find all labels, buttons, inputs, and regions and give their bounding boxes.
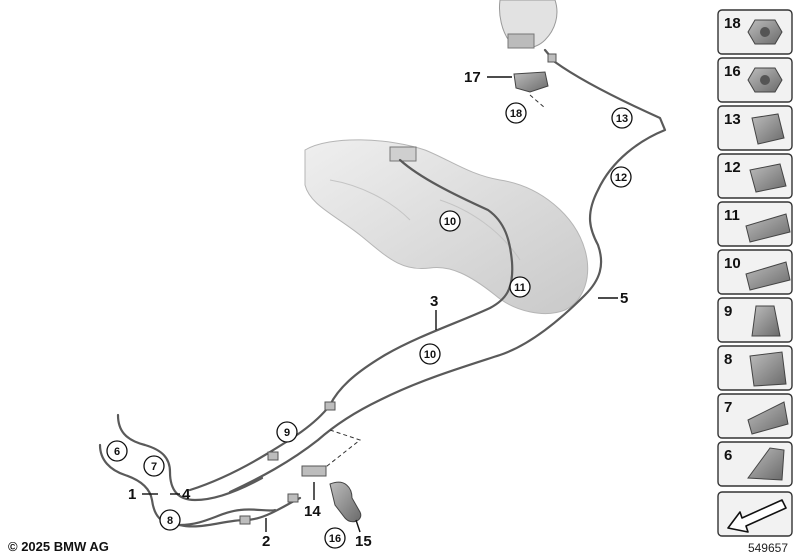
clip-icon	[745, 261, 791, 291]
clip-icon	[749, 351, 787, 387]
part-tile-6[interactable]: 6	[717, 441, 793, 487]
svg-text:13: 13	[616, 113, 628, 125]
clip-icon	[749, 163, 787, 193]
svg-text:16: 16	[724, 63, 741, 80]
clip-icon	[747, 401, 789, 435]
circled-callouts: 6 7 8 9 10 10 11 12	[106, 102, 633, 549]
svg-text:12: 12	[724, 159, 741, 176]
circled-13: 13	[611, 107, 633, 129]
callout-4: 4	[182, 486, 191, 503]
callout-1: 1	[128, 486, 136, 503]
part-tile-8[interactable]: 8	[717, 345, 793, 391]
line-5	[228, 48, 667, 494]
circled-16: 16	[324, 527, 346, 549]
navigation-arrow-tile[interactable]	[717, 491, 793, 537]
svg-text:10: 10	[444, 216, 456, 228]
part-tile-9[interactable]: 9	[717, 297, 793, 343]
circled-6: 6	[106, 440, 128, 462]
svg-text:9: 9	[724, 303, 732, 320]
svg-text:18: 18	[724, 15, 741, 32]
svg-text:13: 13	[724, 111, 741, 128]
circled-7: 7	[143, 455, 165, 477]
svg-text:11: 11	[514, 282, 526, 294]
part-tile-16[interactable]: 16	[717, 57, 793, 103]
svg-text:9: 9	[284, 427, 290, 439]
part-tile-18[interactable]: 18	[717, 9, 793, 55]
clip-icon	[751, 113, 785, 145]
leader-lines	[321, 94, 546, 471]
part-tile-12[interactable]: 12	[717, 153, 793, 199]
callout-3: 3	[430, 293, 438, 310]
parts-panel: 18 16 13 12 11	[717, 9, 793, 537]
copyright-text: © 2025 BMW AG	[8, 539, 109, 554]
clip-icon	[745, 213, 791, 243]
callout-leaders	[142, 76, 618, 533]
circled-18: 18	[505, 102, 527, 124]
part-tile-10[interactable]: 10	[717, 249, 793, 295]
filler-neck	[499, 0, 558, 49]
callout-2: 2	[262, 533, 270, 550]
clip-icon	[751, 305, 781, 337]
connectors	[239, 53, 557, 525]
svg-text:6: 6	[724, 447, 732, 464]
svg-text:16: 16	[329, 533, 341, 545]
circled-10-upper: 10	[439, 210, 461, 232]
part-tile-11[interactable]: 11	[717, 201, 793, 247]
circled-10-lower: 10	[419, 343, 441, 365]
circled-9: 9	[276, 421, 298, 443]
svg-text:11: 11	[724, 207, 740, 224]
part-tile-13[interactable]: 13	[717, 105, 793, 151]
line-4	[116, 413, 264, 502]
svg-text:10: 10	[724, 255, 741, 272]
circled-11: 11	[509, 276, 531, 298]
circled-8: 8	[159, 509, 181, 531]
bracket-17	[513, 71, 549, 93]
arrow-icon	[727, 499, 787, 533]
svg-text:8: 8	[167, 515, 173, 527]
callout-14: 14	[304, 503, 321, 520]
svg-text:10: 10	[424, 349, 436, 361]
callout-5: 5	[620, 290, 628, 307]
part-tile-7[interactable]: 7	[717, 393, 793, 439]
svg-text:7: 7	[151, 461, 157, 473]
svg-text:7: 7	[724, 399, 732, 416]
bracket-15	[329, 481, 362, 523]
callout-17: 17	[464, 69, 481, 86]
reference-number: 549657	[747, 541, 788, 555]
svg-text:6: 6	[114, 446, 120, 458]
svg-text:8: 8	[724, 351, 732, 368]
callout-15: 15	[355, 533, 372, 550]
svg-text:12: 12	[615, 172, 627, 184]
circled-12: 12	[610, 166, 632, 188]
callout-labels: 1 2 3 4 5 14 15 17	[128, 69, 628, 550]
svg-text:18: 18	[510, 108, 522, 120]
clip-icon	[747, 447, 785, 481]
